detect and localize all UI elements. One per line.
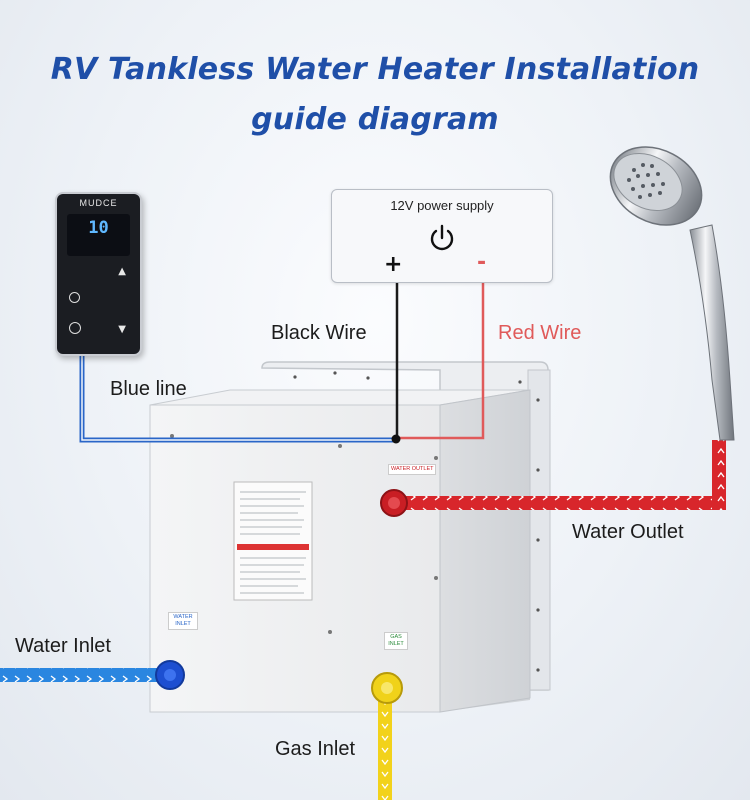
positive-terminal: + bbox=[384, 252, 403, 277]
gas-inlet-label: Gas Inlet bbox=[275, 738, 356, 760]
shower-head-icon bbox=[609, 146, 735, 441]
controller-display: 10 bbox=[88, 218, 109, 238]
power-supply-label: 12V power supply bbox=[390, 198, 494, 213]
controller-mode-icon bbox=[69, 322, 81, 334]
down-arrow-icon: ▼ bbox=[118, 324, 126, 335]
black-wire-label: Black Wire bbox=[271, 322, 367, 344]
red-wire bbox=[397, 281, 485, 440]
blue-line-label: Blue line bbox=[110, 378, 187, 400]
water-inlet-label: Water Inlet bbox=[15, 635, 111, 657]
water-heater-unit-icon bbox=[149, 389, 531, 713]
wires bbox=[79, 281, 485, 444]
controller-power-icon bbox=[69, 292, 80, 303]
page-title-line-2: guide diagram bbox=[251, 102, 499, 137]
controller-brand: MUDCE bbox=[79, 198, 118, 208]
water-outlet-sticker: WATER OUTLET bbox=[388, 464, 437, 475]
controller-screen: 10 bbox=[67, 214, 130, 256]
wire-junction bbox=[391, 434, 401, 444]
page-title-line-1: RV Tankless Water Heater Installation bbox=[50, 52, 700, 87]
water-outlet-pipe bbox=[380, 440, 726, 517]
power-icon bbox=[430, 224, 454, 251]
up-arrow-icon: ▲ bbox=[118, 266, 126, 277]
power-supply-box: 12V power supply + - bbox=[331, 189, 553, 283]
gas-inlet-sticker: GAS INLET bbox=[384, 632, 408, 650]
controller-panel-icon: MUDCE 10 ▲ ▼ bbox=[55, 192, 142, 356]
water-inlet-sticker: WATER INLET bbox=[168, 612, 198, 630]
water-inlet-pipe bbox=[0, 660, 185, 690]
gas-inlet-pipe bbox=[371, 672, 403, 800]
negative-terminal: - bbox=[477, 250, 487, 275]
water-outlet-label: Water Outlet bbox=[572, 521, 684, 543]
red-wire-label: Red Wire bbox=[498, 322, 582, 344]
